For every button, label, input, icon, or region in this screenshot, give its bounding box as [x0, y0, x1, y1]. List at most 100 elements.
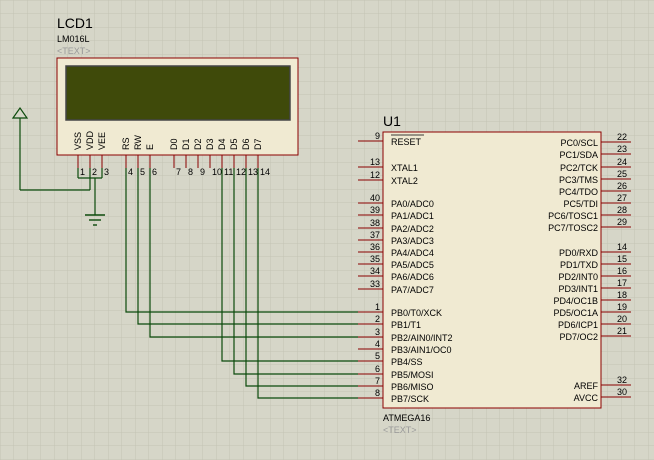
mcu-left-pin-number: 7	[375, 376, 380, 386]
mcu-left-pin-number: 36	[370, 242, 380, 252]
mcu-left-pin-number: 40	[370, 193, 380, 203]
mcu-left-pin-label: PA5/ADC5	[391, 260, 434, 270]
mcu-right-pin-label: PD1/TXD	[560, 260, 599, 270]
mcu-ref-label: U1	[383, 113, 401, 129]
mcu-right-pin-number: 30	[617, 387, 627, 397]
mcu-right-pin-number: 18	[617, 290, 627, 300]
data-wire	[125, 168, 358, 313]
mcu-left-pin-label: PB4/SS	[391, 357, 423, 367]
mcu-right-pin-label: PC3/TMS	[559, 175, 598, 185]
lcd-pin-number: 4	[128, 167, 133, 177]
data-wire	[137, 168, 358, 325]
mcu-left-pin-label: PA7/ADC7	[391, 285, 434, 295]
lcd-ref-label: LCD1	[57, 15, 93, 31]
mcu-left-pin-number: 39	[370, 205, 380, 215]
lcd-pin-label: E	[145, 144, 155, 150]
mcu-left-pin-label: PB1/T1	[391, 320, 421, 330]
lcd-pin-label: D0	[169, 138, 179, 150]
mcu-left-pin-label: PB2/AIN0/INT2	[391, 333, 453, 343]
mcu-right-pin-label: PD5/OC1A	[553, 308, 598, 318]
mcu-left-pin-number: 2	[375, 314, 380, 324]
mcu-left-pin-number: 12	[370, 170, 380, 180]
mcu-right-pin-label: PD6/ICP1	[558, 320, 598, 330]
mcu-right-pin-label: PC4/TDO	[559, 187, 598, 197]
mcu-left-pin-number: 35	[370, 254, 380, 264]
mcu-right-pin-label: PD4/OC1B	[553, 296, 598, 306]
mcu-left-pin-label: PA0/ADC0	[391, 199, 434, 209]
mcu-right-pin-number: 22	[617, 132, 627, 142]
mcu-right-pin-number: 32	[617, 375, 627, 385]
mcu-left-pin-number: 5	[375, 351, 380, 361]
lcd-pin-number: 9	[200, 167, 205, 177]
mcu-right-pin-number: 25	[617, 169, 627, 179]
mcu-right-pin-number: 24	[617, 157, 627, 167]
lcd-pin-number: 8	[188, 167, 193, 177]
mcu-right-pin-group: 22PC0/SCL23PC1/SDA24PC2/TCK25PC3/TMS26PC…	[548, 132, 631, 403]
mcu-left-pin-number: 34	[370, 266, 380, 276]
lcd-pin-number: 13	[248, 167, 258, 177]
mcu-right-pin-number: 17	[617, 278, 627, 288]
mcu-right-pin-label: PC6/TOSC1	[548, 211, 598, 221]
mcu-right-pin-number: 21	[617, 326, 627, 336]
mcu-left-pin-label: XTAL2	[391, 176, 418, 186]
data-wire	[257, 168, 358, 399]
mcu-right-pin-number: 20	[617, 314, 627, 324]
lcd-pin-number: 10	[212, 167, 222, 177]
mcu-left-pin-label: PB7/SCK	[391, 394, 429, 404]
lcd-pin-label: D1	[181, 138, 191, 150]
mcu-left-pin-number: 13	[370, 157, 380, 167]
lcd-pin-number: 12	[236, 167, 246, 177]
mcu-right-pin-number: 29	[617, 217, 627, 227]
lcd-pin-label: RW	[133, 135, 143, 150]
lcd-part-label: LM016L	[57, 34, 90, 44]
mcu-right-pin-label: PC0/SCL	[560, 138, 598, 148]
lcd-pin-label: D4	[217, 138, 227, 150]
mcu-left-pin-label: PB6/MISO	[391, 382, 434, 392]
data-wire	[245, 168, 358, 387]
lcd-pin-label: RS	[121, 137, 131, 150]
lcd-pin-number: 3	[104, 167, 109, 177]
lcd-pin-number: 14	[260, 167, 270, 177]
lcd-component[interactable]: LCD1 LM016L <TEXT> VSS1VDD2VEE3RS4RW5E6D…	[56, 15, 299, 177]
mcu-left-pin-number: 37	[370, 230, 380, 240]
mcu-component[interactable]: U1 ATMEGA16 <TEXT> 9RESET13XTAL112XTAL24…	[358, 113, 631, 435]
mcu-right-pin-label: AVCC	[574, 393, 599, 403]
ground-terminal[interactable]	[77, 168, 105, 226]
mcu-left-pin-label: PB5/MOSI	[391, 370, 434, 380]
mcu-right-pin-label: AREF	[574, 381, 599, 391]
mcu-left-pin-label: PB3/AIN1/OC0	[391, 345, 452, 355]
mcu-left-pin-number: 3	[375, 327, 380, 337]
mcu-right-pin-label: PC1/SDA	[559, 150, 598, 160]
lcd-pin-label: VEE	[97, 132, 107, 150]
lcd-pin-number: 2	[92, 167, 97, 177]
mcu-right-pin-number: 15	[617, 254, 627, 264]
lcd-pin-number: 1	[80, 167, 85, 177]
mcu-left-pin-label: PA3/ADC3	[391, 236, 434, 246]
mcu-left-pin-number: 1	[375, 302, 380, 312]
mcu-left-pin-label: RESET	[391, 137, 422, 147]
mcu-right-pin-label: PC5/TDI	[563, 199, 598, 209]
power-terminal[interactable]	[11, 106, 91, 191]
lcd-screen	[65, 65, 291, 121]
lcd-text-placeholder: <TEXT>	[57, 46, 91, 56]
mcu-left-pin-label: PB0/T0/XCK	[391, 308, 442, 318]
mcu-left-pin-number: 6	[375, 364, 380, 374]
mcu-body	[382, 131, 602, 409]
mcu-left-pin-number: 8	[375, 388, 380, 398]
mcu-right-pin-label: PD3/INT1	[558, 284, 598, 294]
mcu-right-pin-number: 26	[617, 181, 627, 191]
mcu-left-pin-group: 9RESET13XTAL112XTAL240PA0/ADC039PA1/ADC1…	[358, 131, 453, 404]
mcu-left-pin-number: 9	[375, 131, 380, 141]
mcu-left-pin-label: PA1/ADC1	[391, 211, 434, 221]
mcu-left-pin-label: PA6/ADC6	[391, 272, 434, 282]
mcu-right-pin-label: PC7/TOSC2	[548, 223, 598, 233]
lcd-pin-label: D3	[205, 138, 215, 150]
lcd-pin-label: D2	[193, 138, 203, 150]
mcu-right-pin-label: PD2/INT0	[558, 272, 598, 282]
data-wire	[221, 168, 358, 362]
data-wire	[149, 168, 358, 338]
mcu-text-placeholder: <TEXT>	[383, 425, 417, 435]
mcu-right-pin-number: 28	[617, 205, 627, 215]
mcu-left-pin-label: PA2/ADC2	[391, 224, 434, 234]
